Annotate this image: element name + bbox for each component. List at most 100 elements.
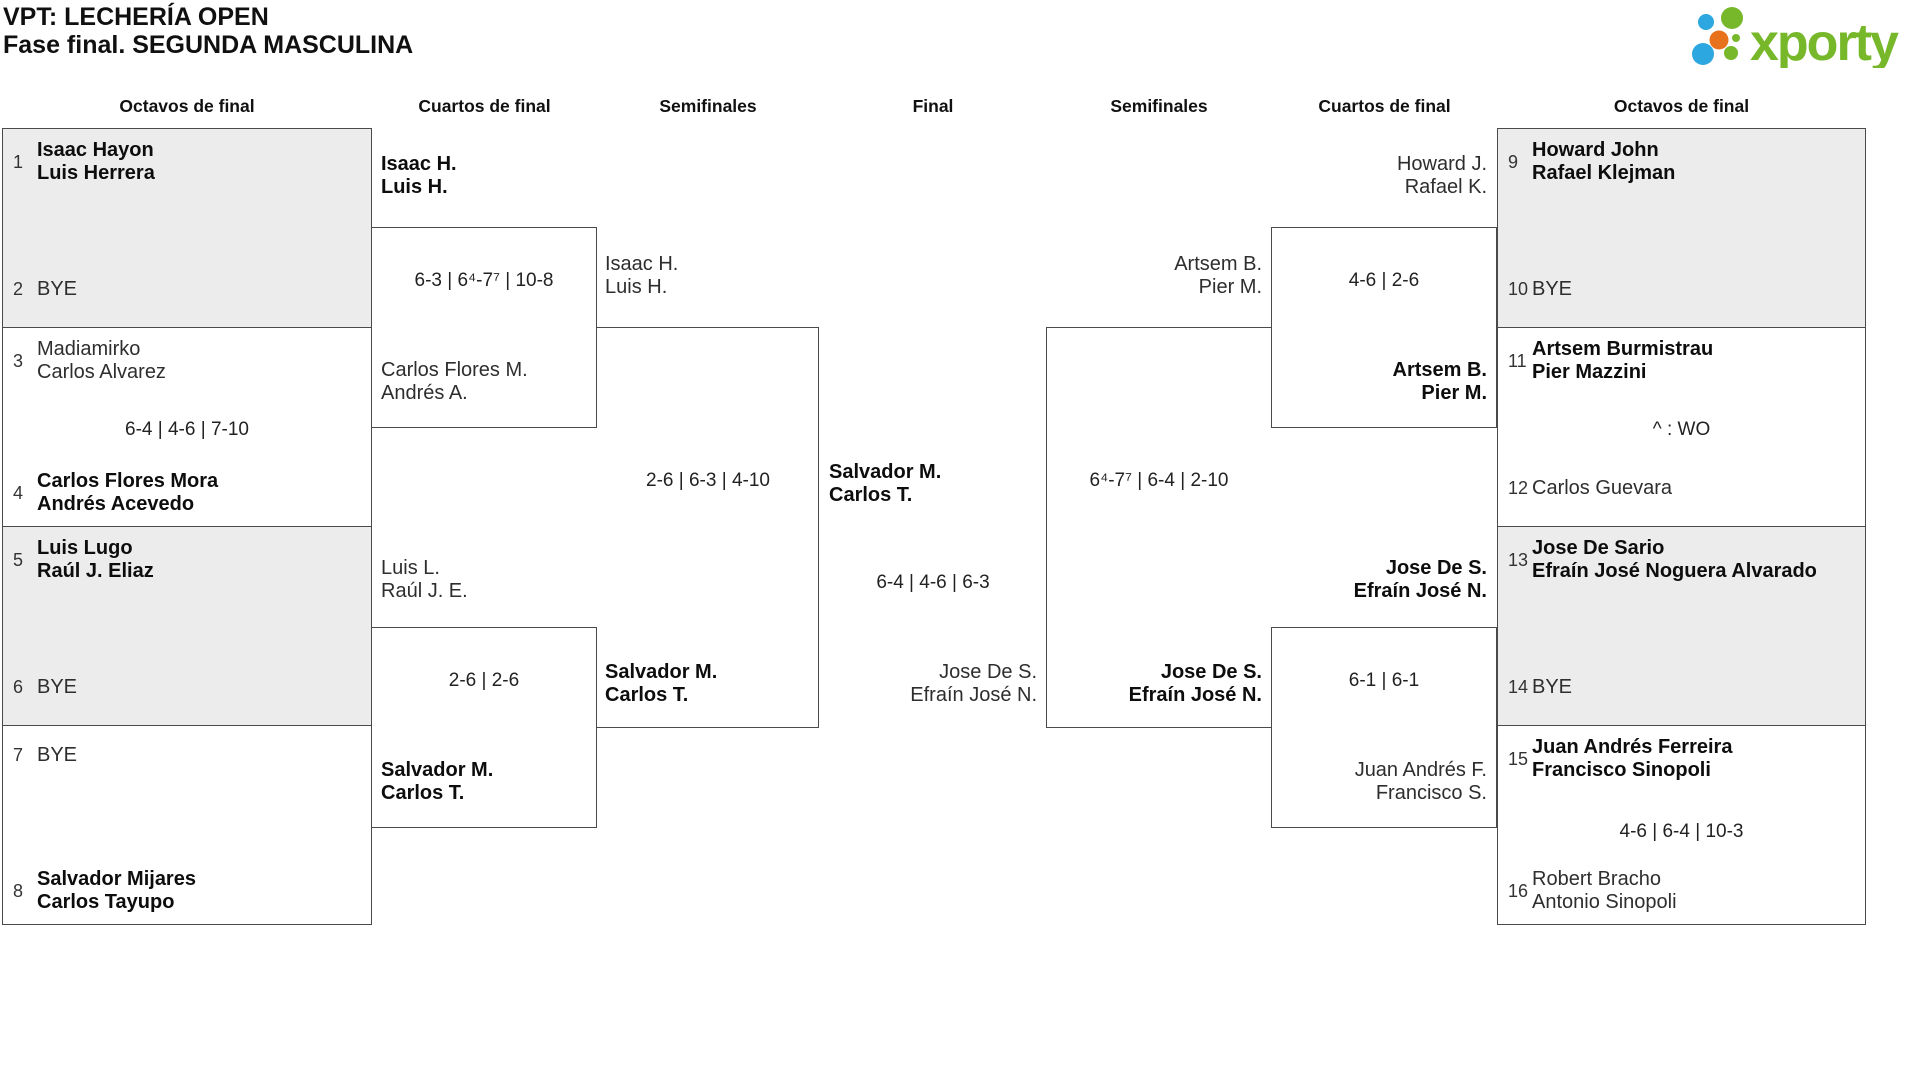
player-name: Artsem B. bbox=[1392, 359, 1487, 381]
player-name: BYE bbox=[1532, 278, 1573, 300]
player-name: Efraín José N. bbox=[910, 684, 1037, 706]
player-name: Madiamirko bbox=[37, 338, 141, 360]
team-label: Carlos Flores M. Andrés A. bbox=[381, 359, 528, 405]
player-name: Carlos T. bbox=[605, 684, 689, 706]
seed-number: 12 bbox=[1508, 478, 1529, 498]
team-label: Juan Andrés F. Francisco S. bbox=[1290, 759, 1487, 805]
player-name: Francisco S. bbox=[1375, 782, 1487, 804]
player-name: Jose De S. bbox=[1160, 661, 1262, 683]
player-name: Pier Mazzini bbox=[1532, 361, 1647, 383]
player-name: Luis Herrera bbox=[37, 162, 155, 184]
player-name: Raúl J. E. bbox=[381, 580, 468, 602]
player-name: Carlos T. bbox=[381, 782, 465, 804]
player-name: Efraín José Noguera Alvarado bbox=[1532, 560, 1817, 582]
seed-number: 13 bbox=[1508, 549, 1529, 570]
match-score: 6-4 | 4-6 | 7-10 bbox=[125, 419, 249, 440]
player-name: BYE bbox=[37, 676, 78, 698]
match-score: 2-6 | 2-6 bbox=[448, 670, 520, 691]
round-header-semi-left: Semifinales bbox=[659, 96, 757, 116]
player-name: Jose De Sario bbox=[1532, 537, 1665, 559]
player-name: Artsem Burmistrau bbox=[1532, 338, 1714, 360]
seed-number: 15 bbox=[1508, 748, 1529, 769]
player-name: Pier M. bbox=[1198, 276, 1262, 298]
seed-number: 10 bbox=[1508, 279, 1529, 299]
player-name: Andrés A. bbox=[381, 382, 468, 404]
player-name: Juan Andrés Ferreira bbox=[1532, 736, 1733, 758]
player-name: BYE bbox=[1532, 676, 1573, 698]
seed-number: 14 bbox=[1508, 677, 1529, 697]
player-name: Jose De S. bbox=[939, 661, 1037, 683]
player-name: Carlos Flores Mora bbox=[37, 470, 219, 492]
team-label: Artsem B. Pier M. bbox=[1290, 359, 1487, 405]
round-header-cuartos-left: Cuartos de final bbox=[418, 96, 551, 116]
final-score: 6-4 | 4-6 | 6-3 bbox=[876, 572, 990, 593]
logo-dot-icon bbox=[1692, 43, 1714, 65]
team-label: Artsem B. Pier M. bbox=[1065, 253, 1262, 299]
player-name: Francisco Sinopoli bbox=[1532, 759, 1711, 781]
player-name: Isaac Hayon bbox=[37, 139, 154, 161]
match-score: 6⁴-7⁷ | 6-4 | 2-10 bbox=[1089, 470, 1229, 491]
final-runnerup-label: Jose De S. Efraín José N. bbox=[847, 661, 1037, 707]
team-label: Isaac H. Luis H. bbox=[381, 153, 457, 199]
player-name: Carlos Tayupo bbox=[37, 891, 175, 913]
team-label: Jose De S. Efraín José N. bbox=[1290, 557, 1487, 603]
player-name: Pier M. bbox=[1421, 382, 1487, 404]
match-box-cuartos-l2 bbox=[371, 627, 597, 828]
team-label: Howard J. Rafael K. bbox=[1290, 153, 1487, 199]
tournament-title: VPT: LECHERÍA OPEN Fase final. SEGUNDA M… bbox=[3, 3, 413, 59]
seed-number: 9 bbox=[1508, 151, 1519, 172]
bracket-entry: 14 BYE bbox=[1498, 676, 1865, 699]
bracket-entry: 2 BYE bbox=[3, 278, 371, 301]
seed-number: 5 bbox=[13, 549, 24, 570]
team-label: Isaac H. Luis H. bbox=[605, 253, 678, 299]
logo-dot-icon bbox=[1698, 14, 1714, 30]
match-score: 4-6 | 6-4 | 10-3 bbox=[1619, 821, 1744, 842]
seed-number: 6 bbox=[13, 677, 24, 697]
player-name: Salvador M. bbox=[381, 759, 494, 781]
player-name: Luis L. bbox=[381, 557, 440, 579]
player-name: Carlos T. bbox=[829, 484, 913, 506]
team-label: Salvador M. Carlos T. bbox=[381, 759, 493, 805]
player-name: Salvador M. bbox=[829, 461, 942, 483]
round-header-cuartos-right: Cuartos de final bbox=[1318, 96, 1451, 116]
player-name: Juan Andrés F. bbox=[1354, 759, 1487, 781]
tournament-name: VPT: LECHERÍA OPEN bbox=[3, 3, 269, 31]
match-score: 2-6 | 6-3 | 4-10 bbox=[646, 470, 770, 491]
player-name: Isaac H. bbox=[381, 153, 457, 175]
player-name: Carlos Alvarez bbox=[37, 361, 166, 383]
semifinal-right-connector bbox=[1046, 327, 1272, 728]
player-name: Carlos Flores M. bbox=[381, 359, 528, 381]
seed-number: 3 bbox=[13, 350, 24, 371]
player-name: Antonio Sinopoli bbox=[1532, 891, 1677, 913]
seed-number: 16 bbox=[1508, 880, 1529, 901]
match-box-cuartos-l1 bbox=[371, 227, 597, 428]
seed-number: 4 bbox=[13, 482, 24, 503]
logo-dot-icon bbox=[1732, 34, 1740, 42]
player-name: Luis H. bbox=[381, 176, 448, 198]
match-score: 6-1 | 6-1 bbox=[1348, 670, 1420, 691]
player-name: Robert Bracho bbox=[1532, 868, 1661, 890]
bracket-entry: 10 BYE bbox=[1498, 278, 1865, 301]
player-name: Salvador Mijares bbox=[37, 868, 196, 890]
player-name: Salvador M. bbox=[605, 661, 718, 683]
player-name: Efraín José N. bbox=[1353, 580, 1487, 602]
seed-number: 11 bbox=[1508, 350, 1527, 371]
seed-number: 2 bbox=[13, 279, 24, 299]
seed-number: 7 bbox=[13, 745, 24, 765]
player-name: Andrés Acevedo bbox=[37, 493, 195, 515]
team-label: Jose De S. Efraín José N. bbox=[1065, 661, 1262, 707]
xporty-logo[interactable]: xporty bbox=[1688, 4, 1913, 68]
seed-number: 1 bbox=[13, 151, 24, 172]
